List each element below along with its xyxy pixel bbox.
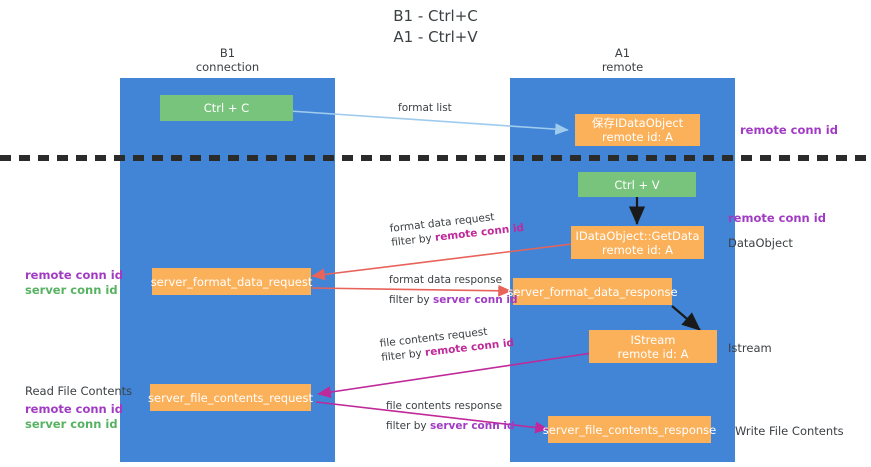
edge-label-format-data-response-text: format data response <box>389 274 503 286</box>
edge-label-file-contents-response-text: file contents response <box>386 400 503 412</box>
side-label-read-file-contents: Read File Contents <box>25 384 133 398</box>
node-server-format-data-response[interactable]: server_format_data_response <box>507 278 678 305</box>
node-save-idataobject[interactable]: 保存IDataObject remote id: A <box>575 114 700 146</box>
edge-label-file-contents-response: file contents response filter by server … <box>386 399 515 433</box>
side-label-remote-conn-id-top: remote conn id <box>740 123 838 137</box>
node-server-format-data-request[interactable]: server_format_data_request <box>151 268 312 295</box>
page-title: B1 - Ctrl+C A1 - Ctrl+V <box>393 7 478 46</box>
node-istream[interactable]: IStream remote id: A <box>589 330 717 363</box>
side-label-dataobject: DataObject <box>728 236 793 250</box>
side-label-write-file-contents: Write File Contents <box>735 424 844 438</box>
edge-label-file-contents-request: file contents request filter by remote c… <box>379 322 515 365</box>
node-server-file-contents-request[interactable]: server_file_contents_request <box>148 384 313 411</box>
phase-divider <box>0 155 871 161</box>
side-label-remote-conn-id-mid: remote conn id <box>728 211 826 225</box>
side-label-left-server-conn-id: server conn id <box>25 283 118 297</box>
node-ctrl-c[interactable]: Ctrl + C <box>160 95 293 121</box>
side-label-left-remote-conn-id-2: remote conn id <box>25 402 123 416</box>
edge-label-format-list: format list <box>398 102 452 114</box>
edge-label-format-data-response: format data response filter by server co… <box>389 273 518 307</box>
node-ctrl-v[interactable]: Ctrl + V <box>578 172 696 197</box>
column-header-a1: A1 remote <box>601 46 644 74</box>
side-label-istream: Istream <box>728 341 772 355</box>
side-label-left-server-conn-id-2: server conn id <box>25 417 118 431</box>
side-label-left-remote-conn-id: remote conn id <box>25 268 123 282</box>
node-server-file-contents-response[interactable]: server_file_contents_response <box>543 416 716 443</box>
edge-label-file-contents-response-filter: filter by server conn id <box>386 420 515 432</box>
edge-label-format-data-response-filter: filter by server conn id <box>389 294 518 306</box>
column-header-b1: B1 connection <box>195 46 260 74</box>
edge-label-format-data-request: format data request filter by remote con… <box>389 207 525 250</box>
node-idataobject-getdata[interactable]: IDataObject::GetData remote id: A <box>571 226 704 259</box>
